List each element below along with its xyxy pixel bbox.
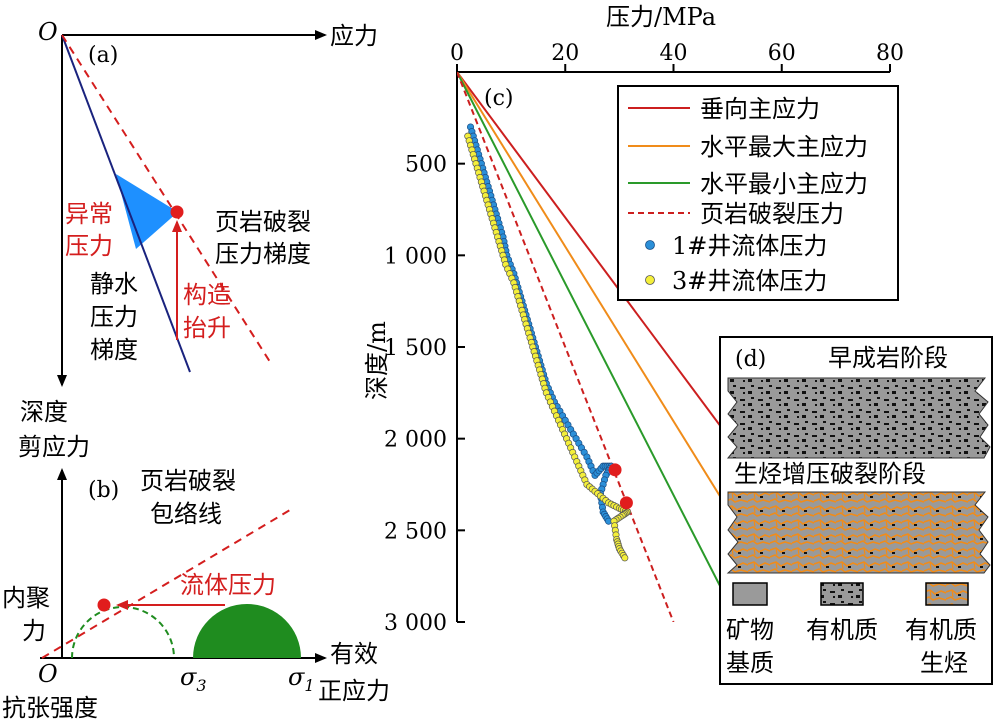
x-tick-label: 60 xyxy=(768,41,796,66)
panel-c-tag: (c) xyxy=(484,86,514,111)
panel-a-origin: O xyxy=(38,18,58,46)
legend-label-well3: 3#井流体压力 xyxy=(672,267,827,295)
stage-hydrocarbon-fracturing: 生烃增压破裂阶段 xyxy=(734,460,926,488)
normal-stress-label-1: 有效 xyxy=(330,640,378,668)
mohr-circle-dashed xyxy=(71,606,175,659)
x-tick-label: 80 xyxy=(876,41,904,66)
shale-fracture-gradient-label-1: 页岩破裂 xyxy=(215,208,311,236)
abnormal-pressure-wedge xyxy=(116,174,178,249)
legend-label-fracture: 页岩破裂压力 xyxy=(700,200,844,228)
failure-envelope-label-2: 包络线 xyxy=(150,500,222,528)
fracture-pressure-line xyxy=(457,72,675,622)
fracture-point-a xyxy=(170,205,184,219)
failure-envelope-line xyxy=(41,509,291,659)
panel-a: O 应力 (a) 异常 压力 页岩破裂 压力梯度 静水 压力 梯度 构造 抬升 … xyxy=(20,18,378,426)
hydrocarbon-fracturing-slab xyxy=(726,491,991,574)
hydrostatic-label-3: 梯度 xyxy=(90,336,138,364)
cohesion-label-2: 力 xyxy=(22,617,46,645)
failure-envelope-label-1: 页岩破裂 xyxy=(140,467,236,495)
x-tick-label: 20 xyxy=(551,41,579,66)
normal-stress-label-2: 正应力 xyxy=(318,677,390,705)
legend-label-vertical: 垂向主应力 xyxy=(700,95,820,123)
y-tick-label: 1 500 xyxy=(384,336,447,361)
hmin-stress-line xyxy=(457,72,740,622)
hydrostatic-label-1: 静水 xyxy=(90,270,138,298)
x-tick-label: 0 xyxy=(450,41,464,66)
legend-marker-well3 xyxy=(645,275,655,285)
panel-b: 剪应力 (b) 页岩破裂 包络线 流体压力 内聚 力 O 抗张强度 σ3 σ1 … xyxy=(2,433,390,722)
panel-c-y-title: 深度/m xyxy=(363,321,391,400)
hydrostatic-gradient-line xyxy=(61,34,191,373)
abnormal-pressure-label-2: 压力 xyxy=(65,232,113,260)
legend-label-well1: 1#井流体压力 xyxy=(672,232,827,260)
fracture-point-b xyxy=(97,598,111,612)
sigma3-label: σ3 xyxy=(180,663,207,695)
sigma1-label: σ1 xyxy=(288,663,315,695)
mohr-circle-filled xyxy=(193,604,301,658)
legend-marker-well1 xyxy=(645,240,655,250)
panel-c-x-title: 压力/MPa xyxy=(606,3,716,31)
stage-early-diagenesis: 早成岩阶段 xyxy=(828,344,948,372)
key-label-generation-2: 生烃 xyxy=(920,649,968,677)
panel-d: (d) 早成岩阶段 生烃增压破裂阶段 矿物 基质 有机质 有机质 生烃 xyxy=(719,336,993,685)
key-organic-matter xyxy=(820,582,864,606)
legend-box xyxy=(617,85,899,301)
key-mineral-matrix xyxy=(732,582,768,606)
key-label-mineral-1: 矿物 xyxy=(726,616,774,644)
y-tick-label: 2 000 xyxy=(384,428,447,453)
panel-b-tag: (b) xyxy=(88,478,119,503)
tensile-strength-label: 抗张强度 xyxy=(2,694,98,722)
x-tick-label: 40 xyxy=(660,41,688,66)
panel-b-shear-label: 剪应力 xyxy=(18,433,90,461)
panel-c: 压力/MPa 0 20 40 60 80 500 1 000 1 500 2 000 2 500… xyxy=(363,3,904,636)
y-tick-label: 500 xyxy=(405,153,447,178)
shale-fracture-gradient-label-2: 压力梯度 xyxy=(215,240,311,268)
y-tick-label: 1 000 xyxy=(384,244,447,269)
cohesion-label-1: 内聚 xyxy=(2,584,50,612)
y-tick-label: 3 000 xyxy=(384,611,447,636)
panel-a-tag: (a) xyxy=(88,43,118,68)
panel-c-fluid-points xyxy=(464,123,633,562)
early-diagenesis-slab xyxy=(726,377,991,459)
panel-b-origin: O xyxy=(38,660,58,688)
fluid-pressure-label: 流体压力 xyxy=(180,571,276,599)
panel-d-tag: (d) xyxy=(735,347,766,372)
key-label-organic: 有机质 xyxy=(806,616,878,644)
legend-label-hmax: 水平最大主应力 xyxy=(700,133,868,161)
panel-a-depth-label: 深度 xyxy=(20,398,68,426)
panel-c-legend: 垂向主应力 水平最大主应力 水平最小主应力 页岩破裂压力 1#井流体压力 3#井… xyxy=(617,85,899,301)
key-label-generation-1: 有机质 xyxy=(905,616,977,644)
key-label-mineral-2: 基质 xyxy=(726,649,774,677)
well3-point xyxy=(621,554,629,562)
fracture-point-c xyxy=(619,496,633,510)
key-organic-generation xyxy=(925,582,969,606)
hydrostatic-label-2: 压力 xyxy=(90,303,138,331)
panel-c-y-ticks: 500 1 000 1 500 2 000 2 500 3 000 xyxy=(384,153,465,636)
panel-c-x-ticks: 0 20 40 60 80 xyxy=(450,41,904,72)
fracture-point-c xyxy=(608,463,622,477)
tectonic-uplift-label-2: 抬升 xyxy=(183,314,231,342)
shale-fracture-gradient-line xyxy=(61,34,273,366)
tectonic-uplift-label-1: 构造 xyxy=(183,281,231,309)
abnormal-pressure-label-1: 异常 xyxy=(65,200,113,228)
legend-label-hmin: 水平最小主应力 xyxy=(700,170,868,198)
y-tick-label: 2 500 xyxy=(384,519,447,544)
panel-a-stress-label: 应力 xyxy=(330,22,378,50)
